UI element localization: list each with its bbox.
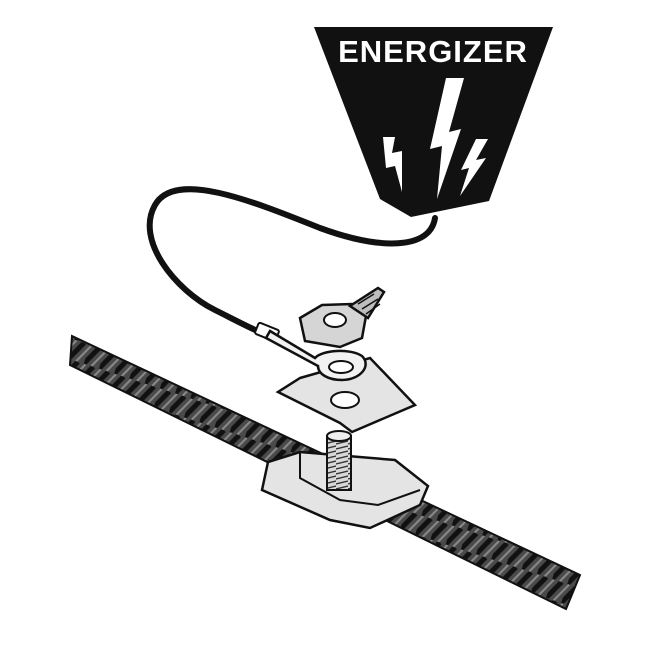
energizer-badge-shape xyxy=(314,27,553,217)
split-bolt-thread xyxy=(326,435,352,491)
energizer-badge: ENERGIZER xyxy=(314,27,553,217)
washer-plate xyxy=(275,356,418,434)
wing-nut xyxy=(298,286,386,349)
split-bolt-tip xyxy=(326,430,352,442)
split-bolt-clamp-edge xyxy=(261,452,421,529)
wing-nut-hole xyxy=(323,312,347,328)
wing-nut-wing-ridges xyxy=(357,293,381,315)
lightning-bolt-icon xyxy=(383,78,488,199)
lightning-bolt-right xyxy=(460,139,488,196)
lightning-bolt-main xyxy=(430,78,464,199)
energizer-label: ENERGIZER xyxy=(338,34,528,69)
split-bolt-clamp xyxy=(260,430,430,530)
washer-plate-hole xyxy=(330,391,360,409)
lightning-bolt-left xyxy=(383,137,402,192)
ring-terminal-hole xyxy=(328,360,354,374)
wing-nut-wing xyxy=(347,286,386,320)
lead-wire-cable xyxy=(146,186,438,336)
lead-wire xyxy=(146,186,438,343)
ring-terminal xyxy=(264,329,367,382)
